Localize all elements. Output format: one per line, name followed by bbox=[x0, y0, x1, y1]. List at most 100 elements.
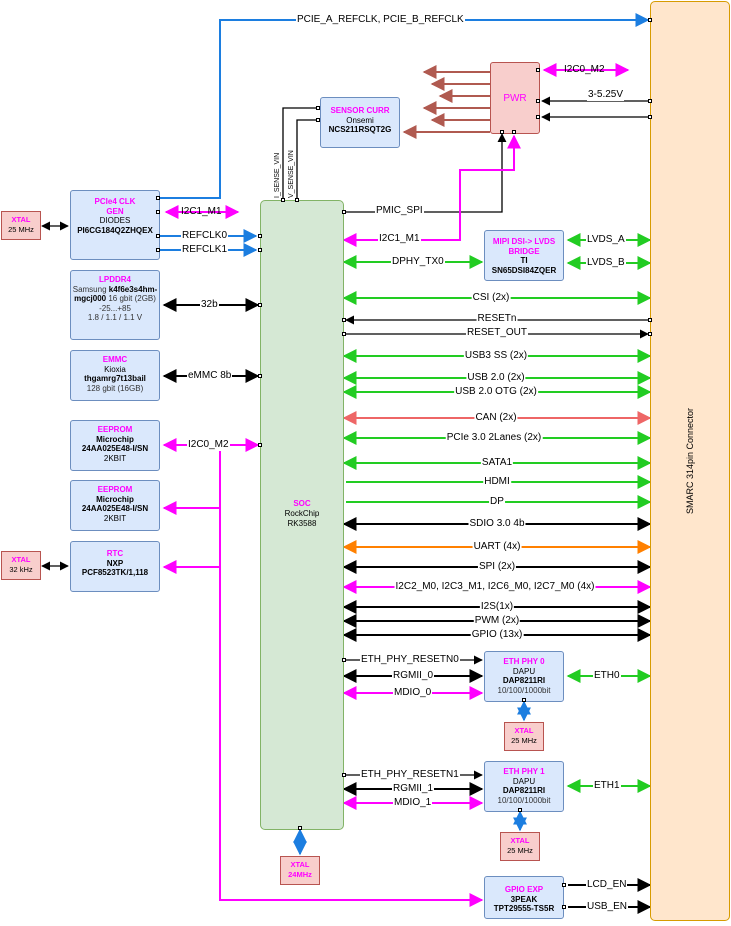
xtal-pcie: XTAL 25 MHz bbox=[1, 211, 41, 240]
eth1-speed: 10/100/1000bit bbox=[497, 795, 551, 805]
wire-i2c0-gpio bbox=[219, 567, 484, 907]
label-hdmi: HDMI bbox=[483, 476, 511, 488]
pin bbox=[518, 808, 522, 812]
eth0-part: DAP8211RI bbox=[502, 676, 546, 685]
label-usb3: USB3 SS (2x) bbox=[463, 350, 529, 362]
soc-title: SOC bbox=[293, 499, 311, 508]
emmc-part: thgamrg7t13bail bbox=[84, 374, 146, 383]
label-eth0-out: ETH0 bbox=[593, 670, 621, 682]
pin bbox=[258, 443, 262, 447]
wire-sense-i bbox=[282, 107, 320, 198]
rtc-block: RTC NXP PCF8523TK/1,118 bbox=[70, 541, 160, 592]
label-i2c1-m1-gen: I2C1_M1 bbox=[181, 206, 222, 217]
label-i2c0-m2-pwr: I2C0_M2 bbox=[564, 64, 605, 75]
pin bbox=[536, 99, 540, 103]
mipi-part: SN65DSI84ZQER bbox=[491, 265, 557, 275]
gpio-exp-block: GPIO EXP 3PEAK TPT29555-TS5R bbox=[484, 876, 564, 919]
pin bbox=[295, 198, 299, 202]
lpddr-size: 16 gbit (2GB) bbox=[108, 294, 156, 303]
lpddr-vendor: Samsung bbox=[72, 284, 107, 294]
pin bbox=[156, 196, 160, 200]
pcie-clk-gen-block: PCIe4 CLK GEN DIODES PI6CG184Q2ZHQEX bbox=[70, 190, 160, 260]
pin bbox=[342, 210, 346, 214]
pin bbox=[316, 118, 320, 122]
smarc-connector: SMARC 314pin Connector bbox=[650, 1, 730, 921]
eth-phy0-block: ETH PHY 0 DAPU DAP8211RI 10/100/1000bit bbox=[484, 651, 564, 702]
pin bbox=[342, 332, 346, 336]
label-mdio0: MDIO_0 bbox=[393, 687, 433, 699]
label-uart: UART (4x) bbox=[472, 541, 522, 553]
mipi-title: MIPI DSI-> LVDS BRIDGE bbox=[492, 237, 556, 256]
label-i2s: I2S(1x) bbox=[479, 601, 515, 613]
eth1-vendor: DAPU bbox=[512, 776, 536, 786]
xtal-eth0-freq: 25 MHz bbox=[511, 736, 537, 745]
label-eth1-out: ETH1 bbox=[593, 780, 621, 792]
label-i2c1-m1: I2C1_M1 bbox=[378, 233, 421, 245]
label-vin: 3-5.25V bbox=[587, 89, 625, 101]
eeprom1-vendor: Microchip bbox=[96, 434, 134, 444]
mipi-vendor: TI bbox=[520, 256, 528, 265]
label-resetn: RESETn bbox=[476, 313, 518, 325]
pin bbox=[562, 905, 566, 909]
pcie-gen-title: PCIe4 CLK GEN bbox=[94, 197, 136, 216]
label-lvds-a: LVDS_A bbox=[586, 234, 626, 246]
label-v-sense: V_SENSE_VIN bbox=[288, 150, 295, 198]
lpddr-part-b: mgcj000 bbox=[74, 294, 107, 303]
label-sdio: SDIO 3.0 4b bbox=[468, 518, 526, 530]
xtal-soc: XTAL 24MHz bbox=[280, 856, 320, 885]
xtal-soc-title: XTAL bbox=[290, 860, 310, 869]
mipi-lvds-bridge-block: MIPI DSI-> LVDS BRIDGE TI SN65DSI84ZQER bbox=[484, 230, 564, 281]
eeprom2-block: EEPROM Microchip 24AA025E48-I/SN 2KBIT bbox=[70, 480, 160, 531]
pin bbox=[648, 115, 652, 119]
eth0-vendor: DAPU bbox=[512, 666, 536, 676]
label-reset-out: RESET_OUT bbox=[465, 327, 529, 339]
pwr-title: PWR bbox=[503, 93, 527, 104]
label-i2c0-m2: I2C0_M2 bbox=[187, 439, 230, 451]
eeprom2-title: EEPROM bbox=[97, 485, 133, 494]
rtc-vendor: NXP bbox=[106, 558, 124, 568]
eeprom1-title: EEPROM bbox=[97, 425, 133, 434]
eth0-title: ETH PHY 0 bbox=[503, 657, 545, 666]
xtal-rtc: XTAL 32 kHz bbox=[1, 551, 41, 580]
pin bbox=[648, 99, 652, 103]
wire-i2c0-rtc bbox=[162, 508, 221, 574]
eeprom2-vendor: Microchip bbox=[96, 494, 134, 504]
eth1-part: DAP8211RI bbox=[502, 786, 546, 795]
pin bbox=[156, 248, 160, 252]
label-i2c-multi: I2C2_M0, I2C3_M1, I2C6_M0, I2C7_M0 (4x) bbox=[394, 581, 596, 593]
emmc-vendor: Kioxia bbox=[104, 364, 126, 374]
pin bbox=[536, 68, 540, 72]
soc-vendor: RockChip bbox=[284, 509, 320, 518]
smarc-label: SMARC 314pin Connector bbox=[685, 407, 695, 515]
pwr-block: PWR bbox=[490, 62, 540, 134]
pin bbox=[156, 234, 160, 238]
label-usb2: USB 2.0 (2x) bbox=[466, 372, 526, 384]
pin bbox=[500, 130, 504, 134]
pin bbox=[562, 883, 566, 887]
label-dphy: DPHY_TX0 bbox=[391, 256, 445, 268]
label-usb2otg: USB 2.0 OTG (2x) bbox=[454, 386, 538, 398]
gpio-exp-vendor: 3PEAK bbox=[510, 894, 538, 904]
label-spi: SPI (2x) bbox=[477, 561, 517, 573]
pin bbox=[648, 318, 652, 322]
pin bbox=[342, 318, 346, 322]
label-gpio: GPIO (13x) bbox=[470, 629, 524, 641]
lpddr-volt: 1.8 / 1.1 / 1.1 V bbox=[87, 313, 143, 322]
label-emmc8: eMMC 8b bbox=[187, 370, 233, 382]
pin bbox=[648, 18, 652, 22]
lpddr-title: LPDDR4 bbox=[98, 275, 131, 284]
eeprom1-size: 2KBIT bbox=[103, 453, 127, 463]
pin bbox=[512, 130, 516, 134]
label-rgmii1: RGMII_1 bbox=[392, 783, 435, 795]
label-pcie3: PCIe 3.0 2Lanes (2x) bbox=[445, 432, 543, 444]
lpddr4-block: LPDDR4 Samsung k4f6e3s4hm- mgcj000 16 gb… bbox=[70, 270, 160, 340]
pin bbox=[258, 234, 262, 238]
label-pcie-refclk: PCIE_A_REFCLK, PCIE_B_REFCLK bbox=[296, 14, 465, 26]
pin bbox=[258, 374, 262, 378]
label-usb-en: USB_EN bbox=[586, 901, 629, 913]
xtal-eth0-title: XTAL bbox=[514, 726, 534, 735]
pin bbox=[316, 106, 320, 110]
label-i-sense: I_SENSE_VIN bbox=[274, 152, 281, 198]
eeprom2-size: 2KBIT bbox=[103, 513, 127, 523]
label-sata: SATA1 bbox=[480, 457, 514, 469]
